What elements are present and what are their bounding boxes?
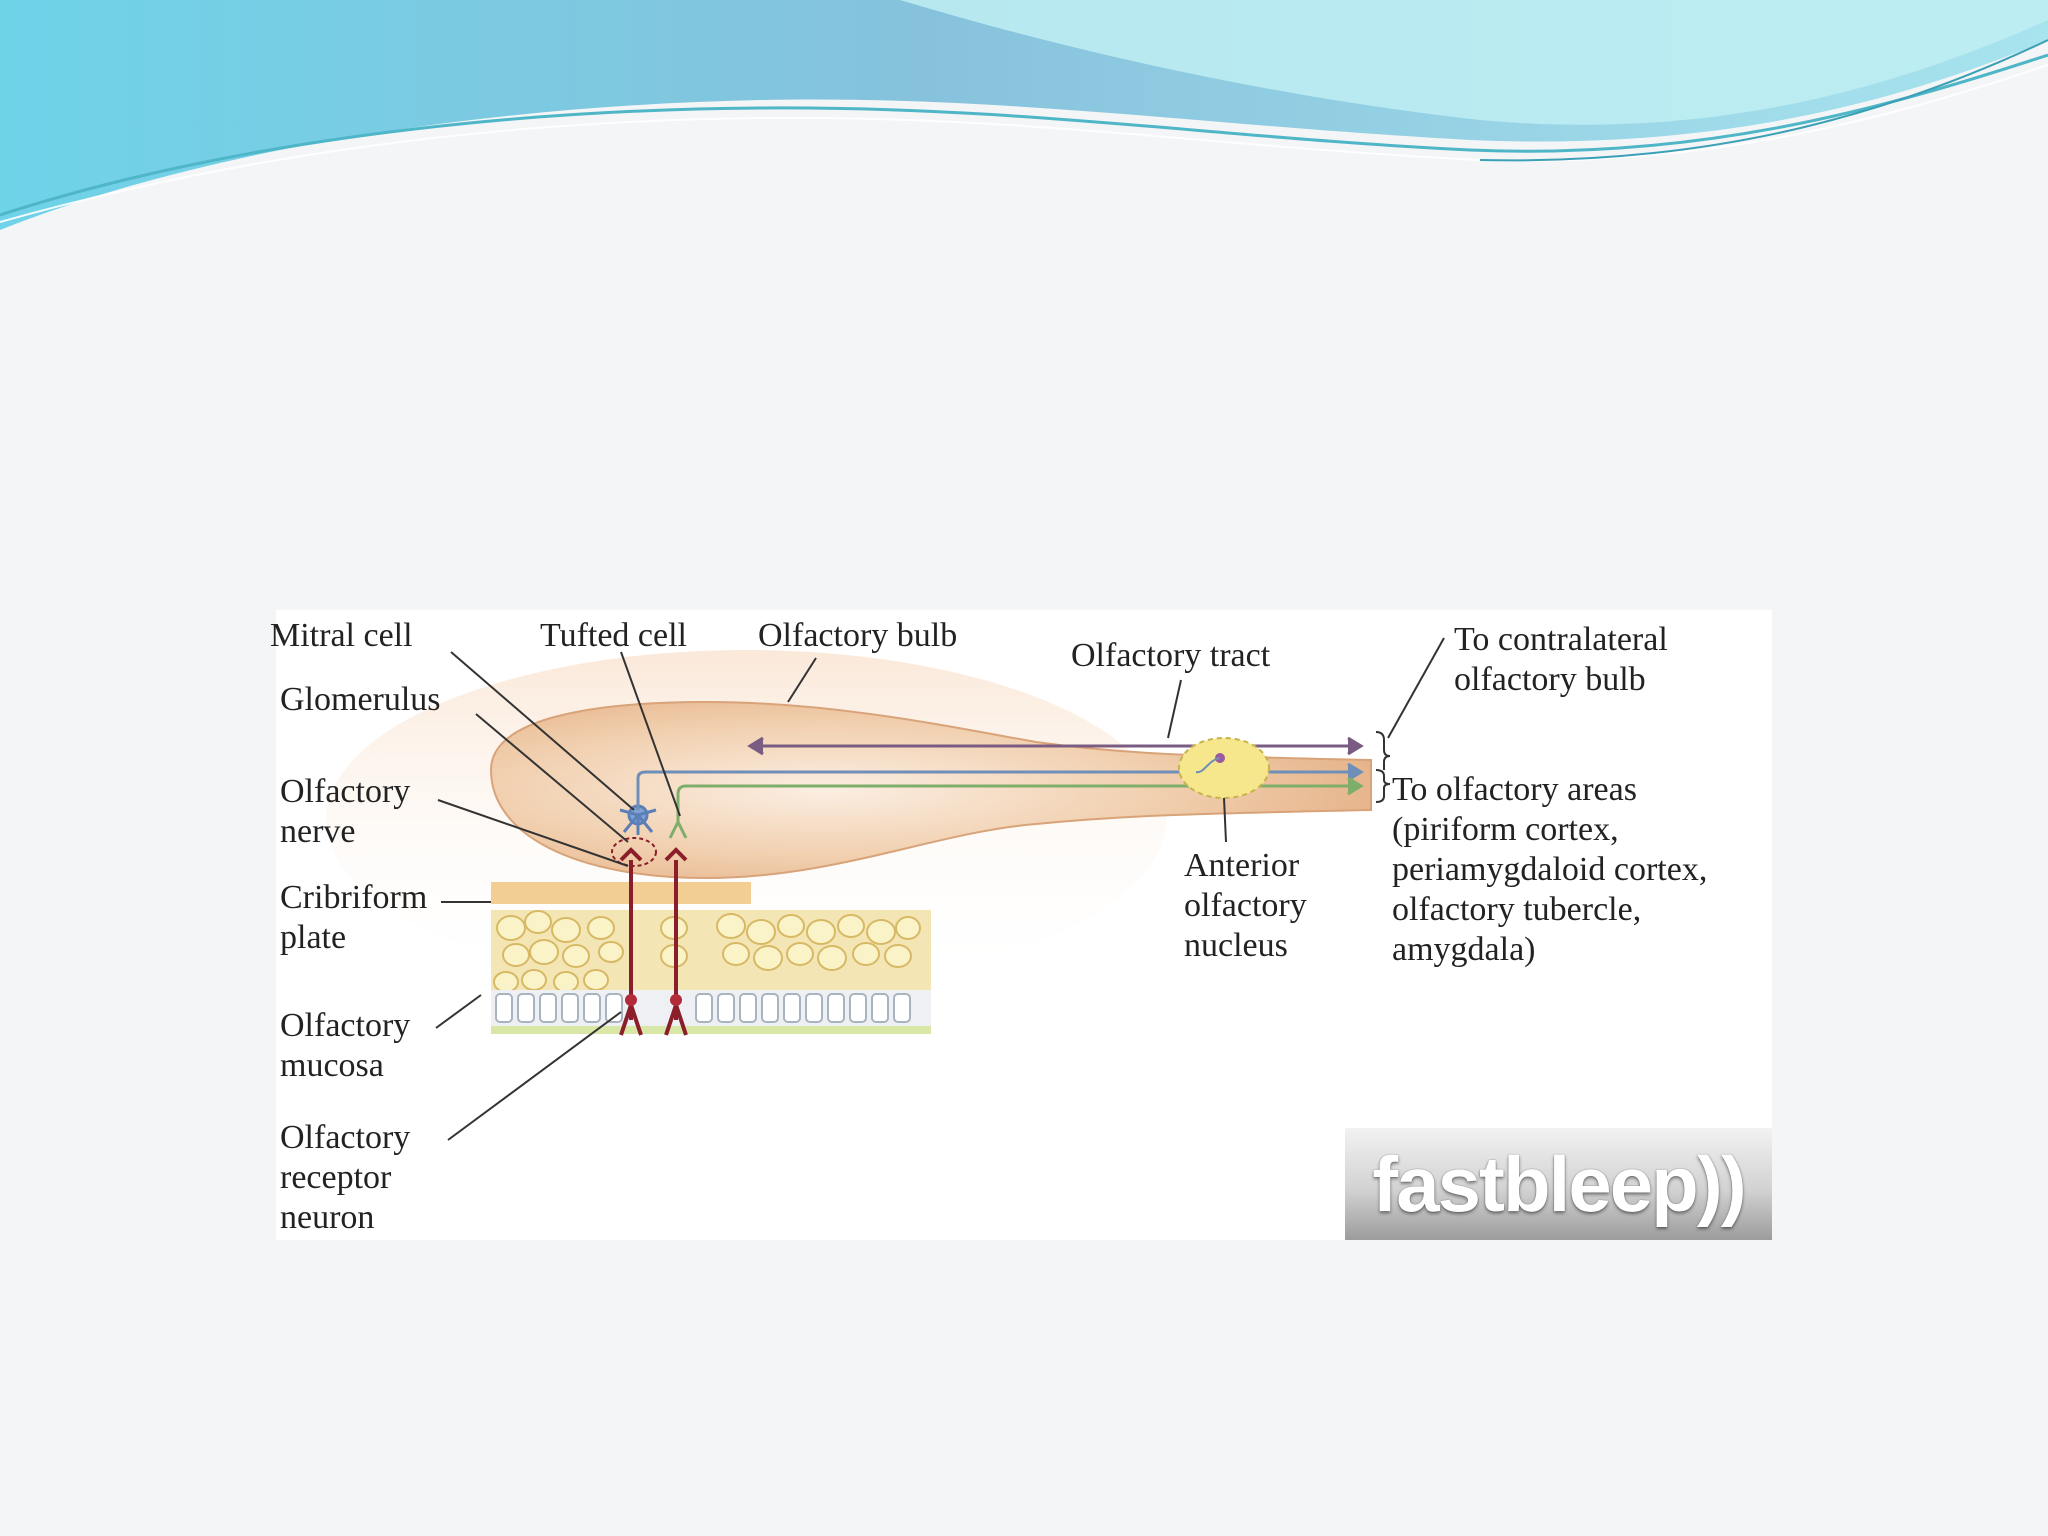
label-mitral-cell: Mitral cell	[270, 616, 413, 656]
label-line: Olfactory tract	[1071, 637, 1271, 674]
label-cribriform-plate: Cribriform plate	[280, 878, 427, 958]
label-to-contralateral: To contralateral olfactory bulb	[1454, 620, 1668, 700]
label-olfactory-tract: Olfactory tract	[1071, 636, 1270, 676]
label-leader-lines	[435, 637, 1445, 1141]
label-line: To contralateral	[1454, 621, 1668, 658]
label-line: Tufted cell	[540, 617, 688, 654]
label-line: periamygdaloid cortex,	[1392, 851, 1708, 888]
label-line: Olfactory	[280, 1119, 411, 1156]
label-line: Olfactory	[280, 773, 411, 810]
olfactory-areas-brace	[1375, 769, 1391, 803]
logo-text: fastbleep))	[1372, 1139, 1746, 1228]
label-line: olfactory	[1184, 887, 1307, 924]
label-tufted-cell: Tufted cell	[540, 616, 687, 656]
contralateral-brace	[1375, 731, 1391, 770]
label-line: olfactory tubercle,	[1392, 891, 1642, 928]
tufted-cell-pathway	[676, 776, 1364, 822]
label-line: receptor	[280, 1159, 392, 1196]
contralateral-pathway	[747, 736, 1364, 756]
label-glomerulus: Glomerulus	[280, 680, 441, 720]
label-line: olfactory bulb	[1454, 661, 1646, 698]
nucleus-axon	[1195, 757, 1221, 774]
fastbleep-logo: fastbleep))	[1345, 1128, 1772, 1240]
label-line: (piriform cortex,	[1392, 811, 1619, 848]
olfactory-bulb-shape	[489, 700, 1372, 880]
cribriform-plate-band	[491, 882, 751, 904]
label-line: plate	[280, 919, 347, 956]
olfactory-mucosa-layer	[491, 910, 931, 1034]
label-line: mucosa	[280, 1047, 384, 1084]
label-line: Mitral cell	[270, 617, 413, 654]
label-line: nerve	[280, 813, 356, 850]
label-line: Olfactory bulb	[758, 617, 958, 654]
olfactory-pathway-diagram	[326, 637, 1445, 1141]
label-line: To olfactory areas	[1392, 771, 1637, 808]
olfactory-pathway-figure: Mitral cell Tufted cell Olfactory bulb O…	[270, 610, 1772, 1240]
label-olfactory-nerve: Olfactory nerve	[280, 772, 410, 852]
label-line: Anterior	[1184, 847, 1300, 884]
label-to-olfactory-areas: To olfactory areas (piriform cortex, per…	[1392, 770, 1707, 970]
label-line: amygdala)	[1392, 931, 1536, 968]
label-line: Olfactory	[280, 1007, 411, 1044]
label-line: Cribriform	[280, 879, 428, 916]
label-line: neuron	[280, 1199, 375, 1236]
label-olfactory-receptor-neuron: Olfactory receptor neuron	[280, 1118, 410, 1238]
mitral-cell-pathway	[636, 762, 1364, 810]
label-olfactory-mucosa: Olfactory mucosa	[280, 1006, 410, 1086]
label-anterior-olfactory-nucleus: Anterior olfactory nucleus	[1184, 846, 1307, 966]
glomerulus-circle	[611, 837, 657, 867]
label-line: nucleus	[1184, 927, 1288, 964]
label-line: Glomerulus	[280, 681, 441, 718]
receptor-neuron-body	[625, 994, 637, 1006]
header-wave-decoration	[0, 0, 2048, 230]
receptor-neuron-body	[670, 994, 682, 1006]
label-olfactory-bulb: Olfactory bulb	[758, 616, 957, 656]
anterior-olfactory-nucleus-shape	[1178, 737, 1270, 799]
